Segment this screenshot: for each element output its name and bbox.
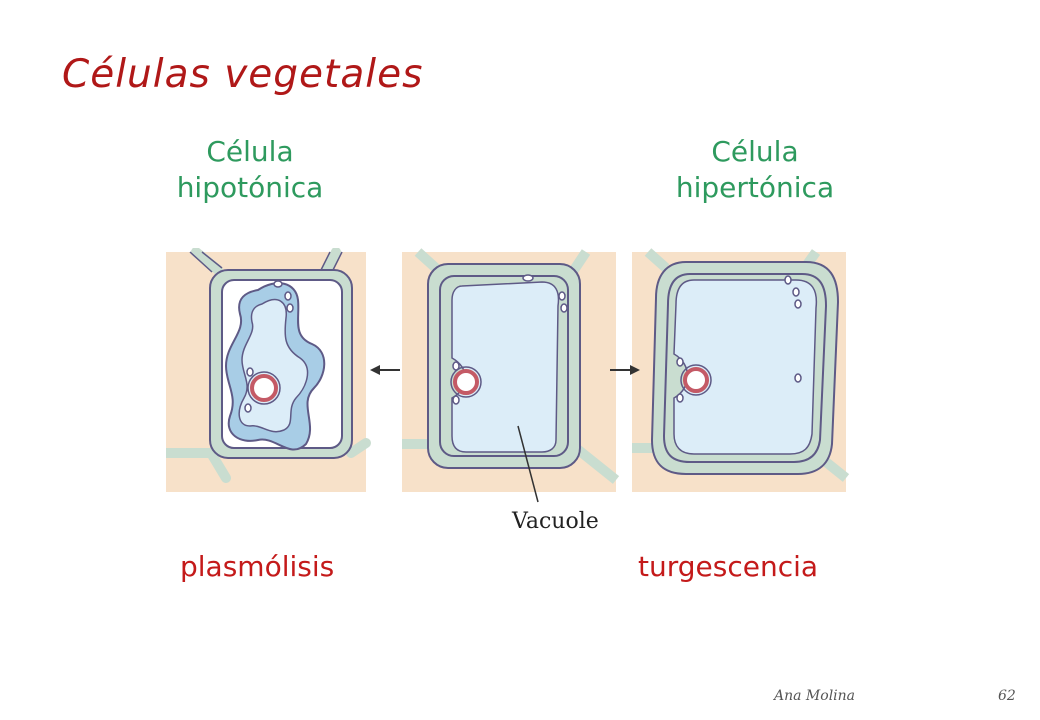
plant-cells-diagram: Vacuole — [166, 248, 850, 534]
left-heading-line1: Célula — [206, 135, 294, 168]
cell-walls-left — [166, 248, 371, 483]
nucleus-turgid — [683, 367, 709, 393]
left-caption: plasmólisis — [180, 550, 335, 583]
left-heading: Célula hipotónica — [166, 134, 334, 206]
right-heading: Célula hipertónica — [662, 134, 848, 206]
slide-title: Células vegetales — [62, 52, 424, 97]
nucleus-normal — [453, 369, 479, 395]
nucleus-plasmolysis — [250, 374, 278, 402]
vacuole-normal — [451, 281, 560, 453]
arrow-right-icon — [610, 365, 640, 375]
arrow-left-icon — [370, 365, 400, 375]
left-heading-line2: hipotónica — [176, 171, 324, 204]
right-heading-line1: Célula — [711, 135, 799, 168]
footer-author: Ana Molina — [774, 688, 856, 704]
vacuole-turgid — [673, 279, 818, 455]
right-heading-line2: hipertónica — [675, 171, 835, 204]
footer-page-number: 62 — [998, 688, 1016, 704]
vacuole-label: Vacuole — [511, 509, 599, 534]
right-caption: turgescencia — [638, 550, 819, 583]
vacuole-pointer — [517, 425, 539, 503]
